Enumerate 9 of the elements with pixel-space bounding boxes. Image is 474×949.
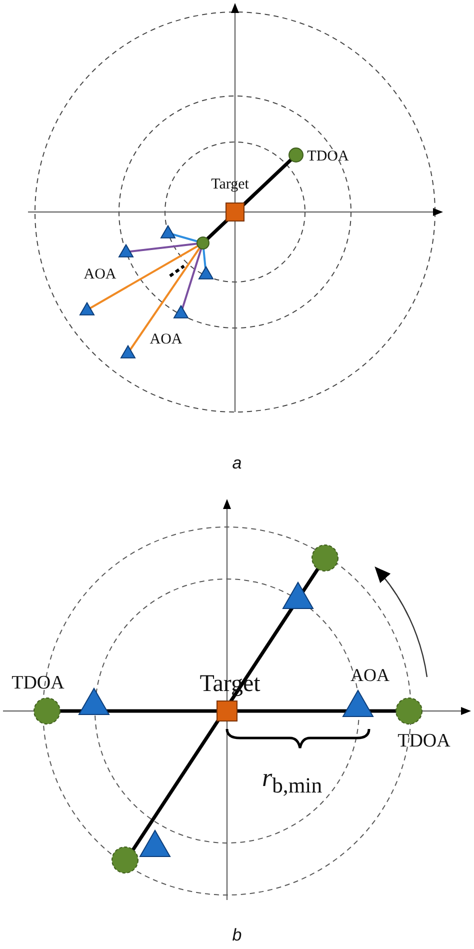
panel-label: b [232, 926, 242, 944]
position-label: TDOA [12, 674, 64, 692]
position-label: AOA [150, 332, 182, 348]
position-label: AOA [350, 666, 390, 684]
position-label: AOA [84, 268, 116, 282]
distance-label: r$_{b,min}$ [262, 765, 322, 797]
position-label: TDOA [398, 732, 450, 750]
panel-label: a [232, 454, 242, 472]
position-label: TDOA [307, 150, 349, 164]
